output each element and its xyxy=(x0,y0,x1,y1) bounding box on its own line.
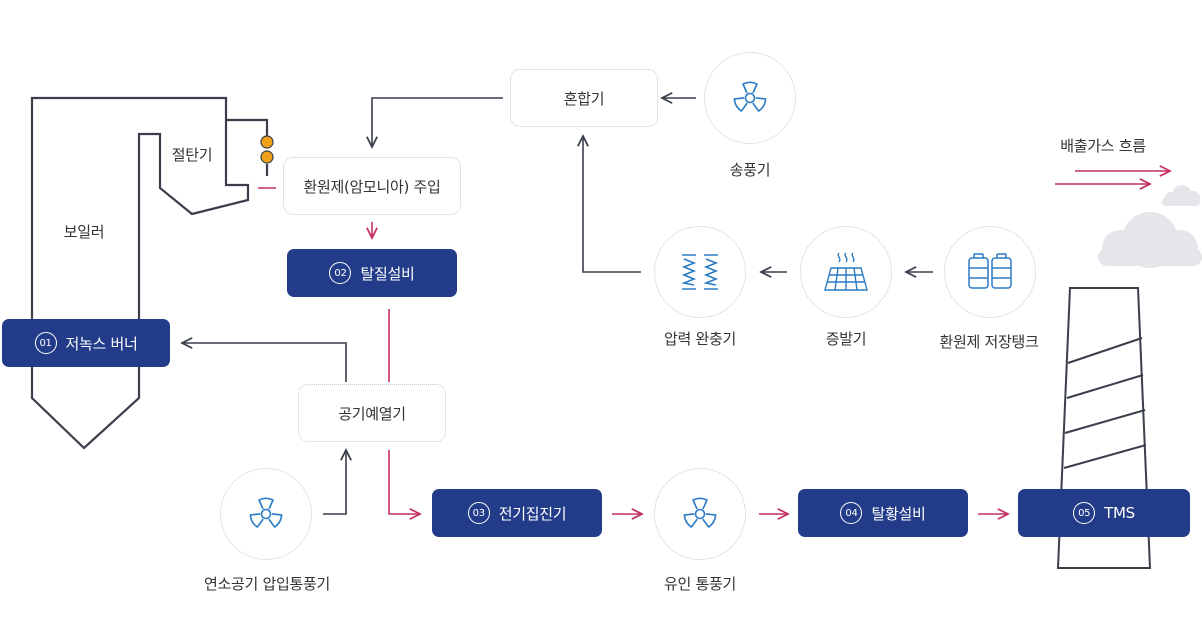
evaporator-node xyxy=(800,226,892,318)
cutter-label: 절탄기 xyxy=(171,146,213,164)
step-label: 전기집진기 xyxy=(498,504,567,523)
air-preheater-label: 공기예열기 xyxy=(338,404,406,423)
fan-icon xyxy=(683,497,717,528)
step-label: 탈질설비 xyxy=(360,264,415,283)
mixer-to-injection-line xyxy=(372,97,503,147)
tank-icon xyxy=(968,253,1012,289)
fan-node xyxy=(704,52,796,144)
evaporator-icon xyxy=(824,252,868,291)
mixer-box: 혼합기 xyxy=(510,69,658,127)
pressure-buffer-label: 압력 완충기 xyxy=(664,330,736,348)
step-tms[interactable]: 05 TMS xyxy=(1018,489,1190,537)
step-number-badge: 01 xyxy=(34,332,57,354)
spring-buffer-icon xyxy=(681,254,719,290)
step-label: TMS xyxy=(1104,504,1135,522)
cloud-icon xyxy=(1162,185,1200,206)
air-preheater-box: 공기예열기 xyxy=(298,384,446,442)
boiler-outline xyxy=(30,96,269,450)
valve-icon xyxy=(260,135,274,164)
reagent-injection-label: 환원제(암모니아) 주입 xyxy=(303,177,441,196)
preheater-to-burner-line xyxy=(182,343,347,382)
combustion-fan-label: 연소공기 압입통풍기 xyxy=(204,575,330,593)
storage-tank-label: 환원제 저장탱크 xyxy=(939,333,1039,351)
dark-connectors xyxy=(182,97,933,515)
combustion-fan-node xyxy=(220,468,312,560)
step-label: 탈황설비 xyxy=(871,504,926,523)
red-connectors xyxy=(258,171,1170,514)
smoke-cloud-icon xyxy=(1098,212,1202,268)
step-low-nox-burner[interactable]: 01 저녹스 버너 xyxy=(2,319,170,367)
fan-icon xyxy=(733,81,767,112)
reagent-injection-box: 환원제(암모니아) 주입 xyxy=(283,157,461,215)
mixer-label: 혼합기 xyxy=(563,89,605,108)
exhaust-flow-label: 배출가스 흐름 xyxy=(1060,137,1146,155)
combustion-fan-to-preheater-line xyxy=(323,450,346,515)
induced-fan-label: 유인 통풍기 xyxy=(664,575,736,593)
pressure-buffer-node xyxy=(654,226,746,318)
step-desulfurization[interactable]: 04 탈황설비 xyxy=(798,489,968,537)
buffer-to-mixer-line xyxy=(583,136,641,273)
fan-label: 송풍기 xyxy=(729,161,771,179)
step-denitrification[interactable]: 02 탈질설비 xyxy=(287,249,457,297)
step-electrostatic-precipitator[interactable]: 03 전기집진기 xyxy=(432,489,602,537)
step-number-badge: 05 xyxy=(1073,502,1096,524)
step-number-badge: 03 xyxy=(467,502,490,524)
step-label: 저녹스 버너 xyxy=(65,334,138,353)
storage-tank-node xyxy=(944,226,1036,318)
preheater-to-precipitator-line xyxy=(388,450,420,514)
step-number-badge: 04 xyxy=(840,502,863,524)
evaporator-label: 증발기 xyxy=(825,330,867,348)
step-number-badge: 02 xyxy=(329,262,352,284)
fan-icon xyxy=(249,497,283,528)
boiler-label: 보일러 xyxy=(63,223,105,241)
induced-fan-node xyxy=(654,468,746,560)
